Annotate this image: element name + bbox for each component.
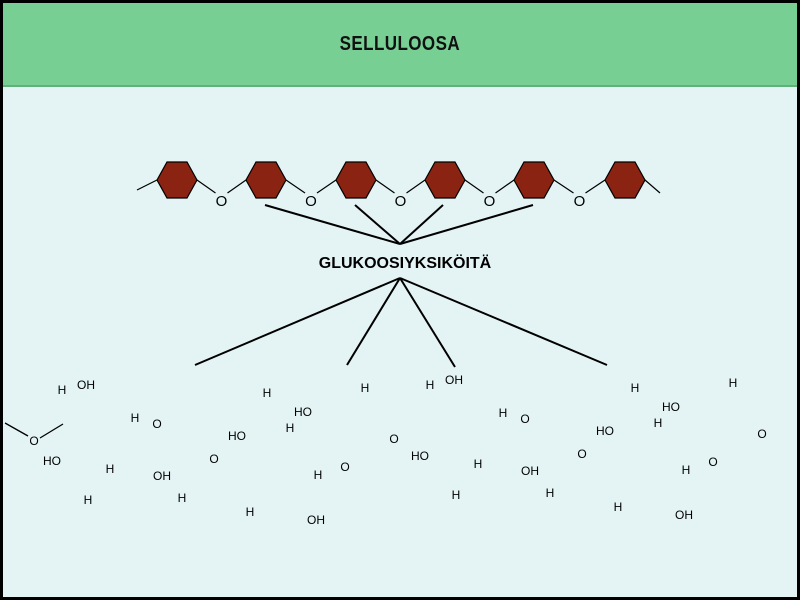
atom-oh: OH bbox=[153, 469, 171, 483]
chain-bond bbox=[495, 179, 515, 194]
chain-bond bbox=[585, 179, 606, 194]
atom-h: H bbox=[314, 468, 323, 482]
atom-oh: OH bbox=[521, 464, 539, 478]
chain-bond bbox=[406, 179, 426, 194]
atom-ho: HO bbox=[228, 429, 246, 443]
linker-oxygen: O bbox=[395, 193, 407, 210]
chain-bond bbox=[375, 179, 395, 194]
atom-o: O bbox=[757, 427, 766, 441]
atom-oh: OH bbox=[77, 378, 95, 392]
atom-o: O bbox=[29, 434, 38, 448]
chain-start bbox=[4, 422, 64, 439]
chain-bond bbox=[285, 179, 306, 194]
page-title: SELLULOOSA bbox=[339, 32, 461, 55]
atom-ho: HO bbox=[294, 405, 312, 419]
atom-h: H bbox=[361, 381, 370, 395]
chain-bond bbox=[464, 179, 484, 194]
glucose-hexagon bbox=[245, 161, 287, 199]
atom-h: H bbox=[84, 493, 93, 507]
atom-oh: OH bbox=[675, 508, 693, 522]
atom-h: H bbox=[131, 411, 140, 425]
glucose-units-label: GLUKOOSIYKSIKÖITÄ bbox=[319, 253, 492, 272]
chain-bond bbox=[553, 179, 574, 194]
atom-oh: OH bbox=[307, 513, 325, 527]
atom-o: O bbox=[708, 455, 717, 469]
atom-o: O bbox=[389, 432, 398, 446]
atom-h: H bbox=[682, 463, 691, 477]
atom-ho: HO bbox=[411, 449, 429, 463]
atom-h: H bbox=[452, 488, 461, 502]
glucose-hexagon bbox=[335, 161, 377, 199]
header-bar: SELLULOOSA bbox=[3, 3, 797, 87]
atom-h: H bbox=[263, 386, 272, 400]
atom-h: H bbox=[178, 491, 187, 505]
chain-bond bbox=[644, 179, 661, 194]
atom-h: H bbox=[286, 421, 295, 435]
atom-o: O bbox=[520, 412, 529, 426]
linker-oxygen: O bbox=[305, 193, 317, 210]
atom-h: H bbox=[106, 462, 115, 476]
linker-oxygen: O bbox=[574, 193, 586, 210]
atom-h: H bbox=[426, 378, 435, 392]
atom-ho: HO bbox=[43, 454, 61, 468]
glucose-hexagon bbox=[513, 161, 555, 199]
atom-h: H bbox=[58, 383, 67, 397]
atom-h: H bbox=[546, 486, 555, 500]
atom-h: H bbox=[654, 416, 663, 430]
glucose-hexagon bbox=[424, 161, 466, 199]
atom-o: O bbox=[152, 417, 161, 431]
chain-bond bbox=[196, 179, 216, 194]
linker-oxygen: O bbox=[216, 193, 228, 210]
glucose-hexagon bbox=[604, 161, 646, 199]
atom-h: H bbox=[474, 457, 483, 471]
atom-o: O bbox=[577, 447, 586, 461]
atom-h: H bbox=[499, 406, 508, 420]
glucose-hexagon bbox=[156, 161, 198, 199]
atom-o: O bbox=[340, 460, 349, 474]
connector-lines bbox=[194, 204, 608, 368]
diagram-frame: SELLULOOSA O O O O O GLUKOOSIYKSIKÖITÄ O bbox=[3, 3, 797, 597]
atom-ho: HO bbox=[662, 400, 680, 414]
linker-oxygen: O bbox=[484, 193, 496, 210]
chain-bond bbox=[227, 179, 247, 194]
chain-bond bbox=[316, 179, 337, 194]
atom-h: H bbox=[246, 505, 255, 519]
atom-oh: OH bbox=[445, 373, 463, 387]
atom-ho: HO bbox=[596, 424, 614, 438]
chain-bond bbox=[136, 179, 158, 191]
atom-h: H bbox=[729, 376, 738, 390]
atom-h: H bbox=[614, 500, 623, 514]
atom-h: H bbox=[631, 381, 640, 395]
atom-o: O bbox=[209, 452, 218, 466]
